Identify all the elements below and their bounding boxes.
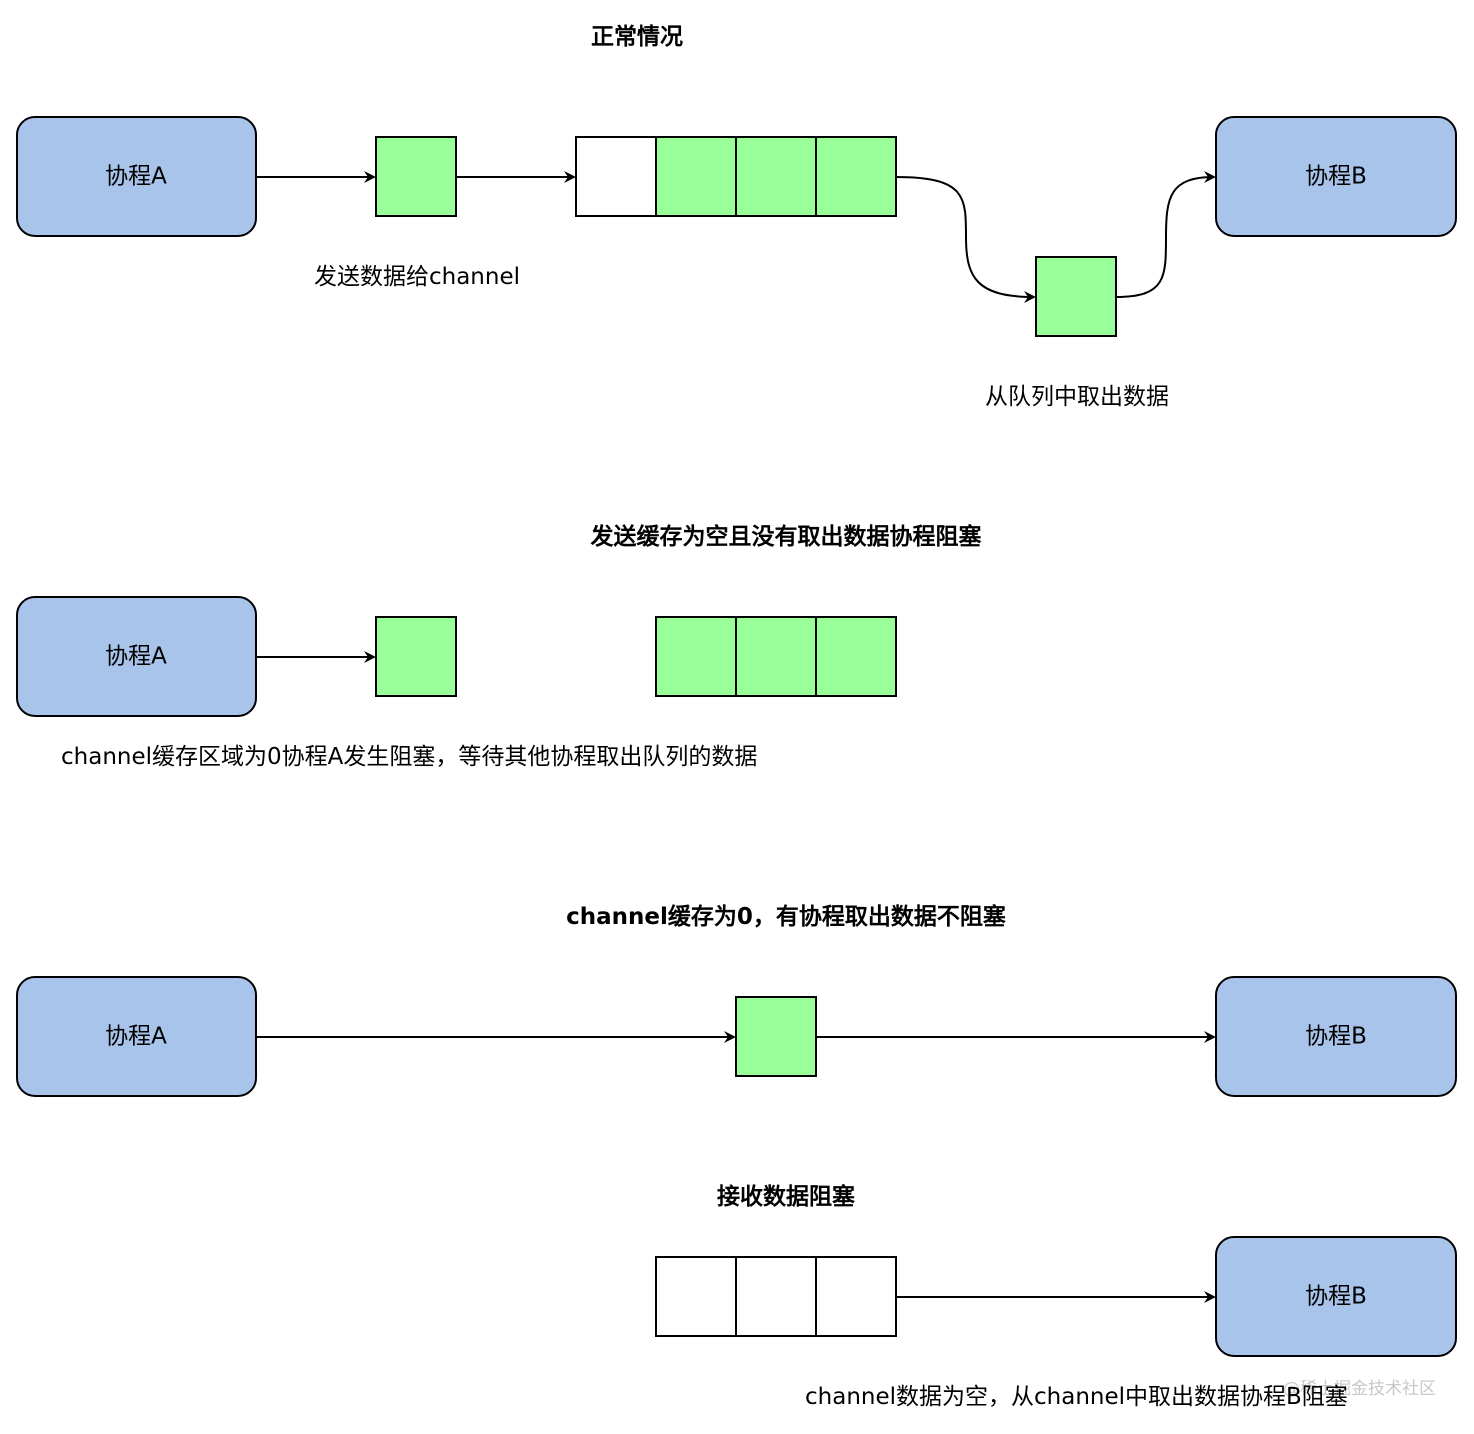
queue-slot-filled	[815, 136, 897, 217]
arrow-data-to-b	[1115, 171, 1216, 298]
process-a-label: 协程A	[105, 164, 167, 190]
section-title-unbuffered: channel缓存为0，有协程取出数据不阻塞	[566, 903, 1006, 930]
process-a-node: 协程A	[16, 596, 257, 717]
queue-slot-filled	[815, 616, 897, 697]
process-b-box	[1215, 116, 1457, 237]
process-b-node: 协程B	[1215, 116, 1457, 237]
queue-slot-filled	[655, 136, 737, 217]
data-item	[375, 136, 457, 217]
channel-queue	[655, 1256, 897, 1337]
process-b-box	[1215, 976, 1457, 1097]
process-b-node: 协程B	[1215, 1236, 1457, 1357]
process-b-box	[1215, 1236, 1457, 1357]
send-block-caption: channel缓存区域为0协程A发生阻塞，等待其他协程取出队列的数据	[61, 744, 757, 770]
channel-queue	[655, 616, 897, 697]
recv-block-caption: channel数据为空，从channel中取出数据协程B阻塞	[805, 1384, 1348, 1410]
queue-slot-filled	[735, 616, 817, 697]
channel-queue	[575, 136, 897, 217]
section-title-send-block: 发送缓存为空且没有取出数据协程阻塞	[590, 523, 982, 550]
queue-slot-empty	[815, 1256, 897, 1337]
process-a-label: 协程A	[105, 1024, 167, 1050]
process-a-label: 协程A	[105, 644, 167, 670]
send-label: 发送数据给channel	[314, 264, 520, 290]
process-a-node: 协程A	[16, 116, 257, 237]
process-b-label: 协程B	[1305, 1284, 1367, 1310]
queue-slot-empty	[575, 136, 657, 217]
data-item	[735, 996, 817, 1077]
process-b-label: 协程B	[1305, 1024, 1367, 1050]
dequeued-data-item	[1035, 256, 1117, 337]
queue-slot-filled	[655, 616, 737, 697]
section-title-normal: 正常情况	[591, 24, 683, 50]
watermark: @稀土掘金技术社区	[1283, 1379, 1436, 1399]
arrow-queue-to-data	[895, 176, 1036, 303]
receive-label: 从队列中取出数据	[985, 384, 1169, 410]
process-a-node: 协程A	[16, 976, 257, 1097]
process-b-node: 协程B	[1215, 976, 1457, 1097]
section-title-recv-block: 接收数据阻塞	[717, 1183, 855, 1210]
queue-slot-empty	[655, 1256, 737, 1337]
queue-slot-empty	[735, 1256, 817, 1337]
data-item	[375, 616, 457, 697]
process-b-label: 协程B	[1305, 164, 1367, 190]
queue-slot-filled	[735, 136, 817, 217]
